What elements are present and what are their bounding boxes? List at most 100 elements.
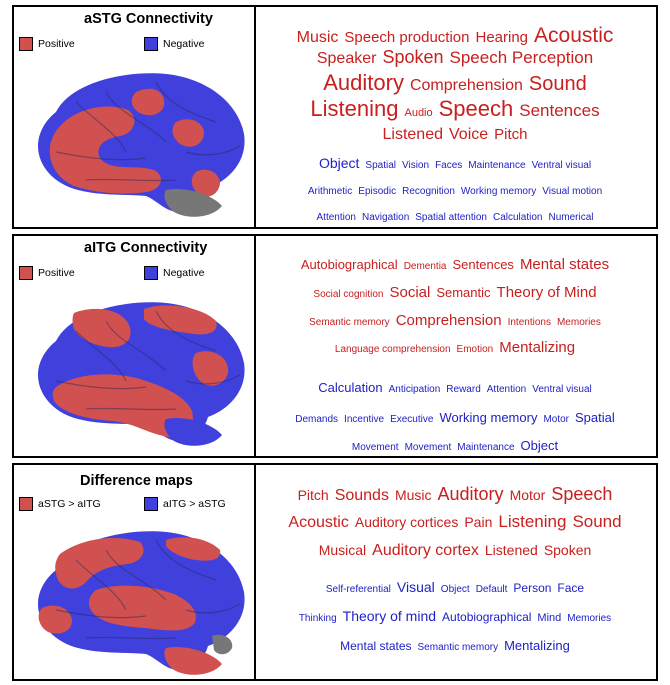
word-blue: Visual motion <box>542 186 603 197</box>
word-blue: Working memory <box>460 186 537 197</box>
word-red: Acoustic <box>534 24 614 47</box>
brain-area-difference: Difference maps aSTG > aITG aITG > aSTG <box>14 465 256 679</box>
panel-title: Difference maps <box>80 473 193 489</box>
word-red: Comprehension <box>409 77 523 94</box>
legend-label: Positive <box>38 267 75 279</box>
panel-aitg: aITG Connectivity Positive Negative <box>12 234 658 458</box>
word-blue: Maintenance <box>457 442 515 453</box>
word-red: Autobiographical <box>300 257 398 272</box>
word-blue: Faces <box>435 160 463 171</box>
word-red: Spoken <box>382 47 444 67</box>
word-blue: Thinking <box>298 613 337 624</box>
word-red: Theory of Mind <box>496 284 597 301</box>
word-blue: Recognition <box>402 186 455 197</box>
negative-swatch <box>144 266 158 280</box>
word-red: Acoustic <box>288 514 349 531</box>
word-red: Pitch <box>494 126 528 143</box>
legend-negative: Negative <box>144 37 204 51</box>
word-red: Hearing <box>475 29 529 46</box>
word-blue: Attention <box>316 212 356 223</box>
word-red: Musical <box>318 542 367 558</box>
legend-label: aSTG > aITG <box>38 498 101 510</box>
legend-label: aITG > aSTG <box>163 498 226 510</box>
positive-swatch <box>19 37 33 51</box>
word-blue: Vision <box>402 160 430 171</box>
word-red: Language comprehension <box>334 344 451 355</box>
panel-astg: aSTG Connectivity Positive Negative <box>12 5 658 229</box>
legend-label: Negative <box>163 38 205 50</box>
word-red: Sounds <box>334 487 389 504</box>
word-cloud-line: Listened Voice Pitch <box>254 126 656 144</box>
legend-label: Positive <box>38 38 75 50</box>
panel-difference: Difference maps aSTG > aITG aITG > aSTG <box>12 463 658 681</box>
word-blue: Anticipation <box>388 384 441 395</box>
word-red: Social <box>389 284 431 301</box>
word-blue: Object <box>318 155 360 171</box>
word-blue: Movement <box>351 442 399 453</box>
word-red: Sentences <box>452 257 514 272</box>
negative-swatch <box>144 37 158 51</box>
word-blue: Demands <box>295 414 339 425</box>
word-blue: Mind <box>537 612 562 624</box>
brain-area-astg: aSTG Connectivity Positive Negative <box>14 7 256 227</box>
word-red: Speech <box>551 484 613 504</box>
word-red: Mentalizing <box>499 339 576 356</box>
word-blue: Executive <box>390 414 434 425</box>
legend-negative: Negative <box>144 266 204 280</box>
word-red: Auditory <box>437 484 504 504</box>
word-blue: Spatial <box>365 160 396 171</box>
word-blue: Working memory <box>439 410 538 425</box>
word-blue: Attention <box>486 384 527 395</box>
word-blue: Ventral visual <box>531 160 592 171</box>
word-red: Sentences <box>519 101 600 120</box>
word-blue: Person <box>513 581 552 595</box>
word-blue: Arithmetic <box>307 186 353 197</box>
brain-map-astg <box>38 73 245 217</box>
word-blue: Autobiographical <box>442 610 532 624</box>
word-red: Sound <box>572 512 622 531</box>
word-blue: Maintenance <box>468 160 526 171</box>
panel-title: aITG Connectivity <box>84 240 208 256</box>
word-blue: Calculation <box>318 380 383 395</box>
word-blue: Reward <box>446 384 481 395</box>
brain-map-aitg <box>38 302 245 446</box>
word-red: Emotion <box>456 344 494 355</box>
word-blue: Mentalizing <box>504 638 570 653</box>
word-cloud-line: Object Spatial Vision Faces Maintenance Ventr… <box>254 155 656 173</box>
word-blue: Memories <box>567 613 612 624</box>
astg-greater-swatch <box>19 497 33 511</box>
word-red: Mental states <box>519 256 610 273</box>
legend-positive: Positive <box>19 266 75 280</box>
aitg-greater-swatch <box>144 497 158 511</box>
word-red: Audio <box>404 107 433 119</box>
word-red: Auditory cortex <box>372 542 479 559</box>
word-red: Speech production <box>344 29 470 46</box>
word-blue: Navigation <box>362 212 410 223</box>
word-red: Listened <box>382 126 444 143</box>
word-blue: Visual <box>396 579 435 595</box>
word-red: Motor <box>509 487 546 503</box>
word-red: Music <box>296 29 339 46</box>
positive-swatch <box>19 266 33 280</box>
word-red: Voice <box>449 126 489 143</box>
word-red: Spoken <box>543 542 592 558</box>
panel-title: aSTG Connectivity <box>84 11 213 27</box>
brain-area-aitg: aITG Connectivity Positive Negative <box>14 236 256 456</box>
word-red: Semantic memory <box>309 317 390 328</box>
word-cloud-line: Music Speech production Hearing Acoustic <box>254 25 656 47</box>
word-red: Social cognition <box>313 289 384 300</box>
